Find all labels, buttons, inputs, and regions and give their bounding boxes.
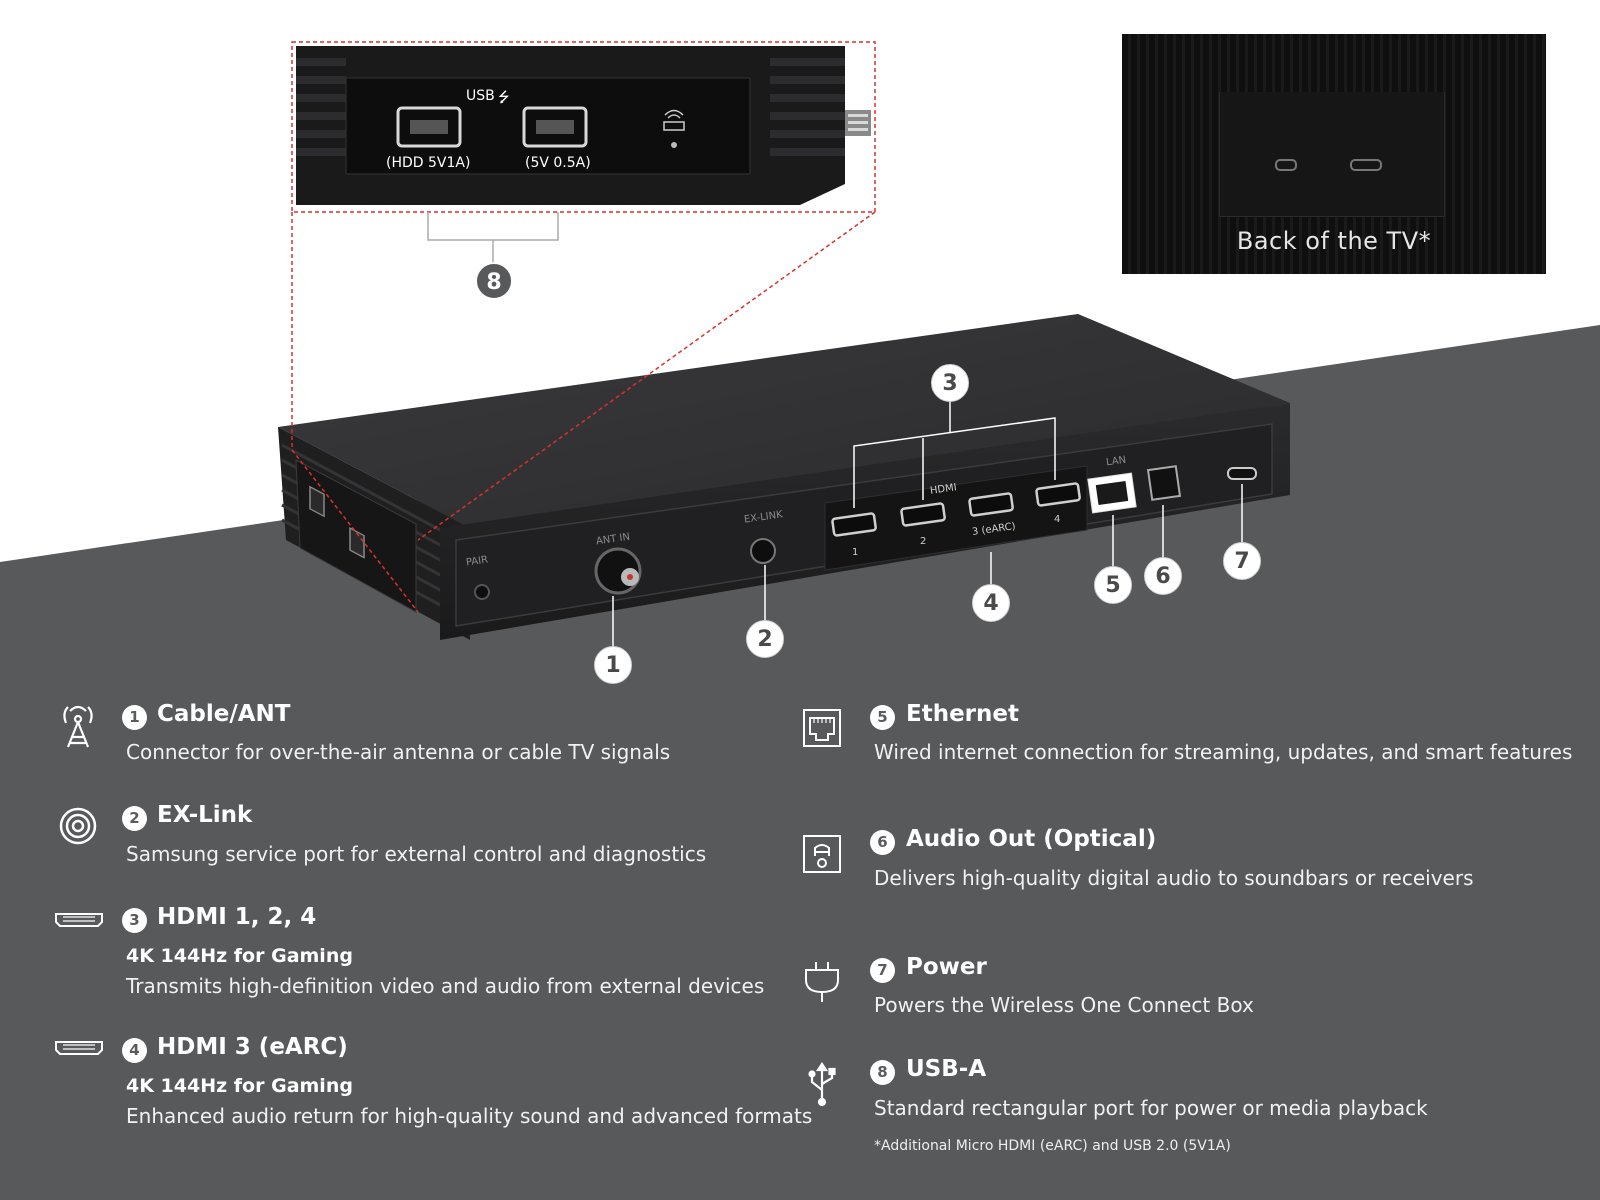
hdmi-4-label: 4: [1054, 514, 1061, 525]
antenna-icon: [63, 705, 93, 748]
back-of-tv-inset: Back of the TV*: [1122, 34, 1546, 274]
legend-title-1: Cable/ANT: [157, 701, 291, 727]
zoom-usb-left: [396, 106, 462, 148]
callout-3: 3: [931, 364, 969, 402]
footnote: *Additional Micro HDMI (eARC) and USB 2.…: [874, 1138, 1231, 1154]
legend-num-4: 4: [122, 1038, 147, 1063]
callout-8: 8: [475, 262, 513, 300]
hdmi-2-label: 2: [920, 536, 927, 547]
legend-num-7: 7: [870, 958, 895, 983]
legend-num-2: 2: [122, 806, 147, 831]
legend-subtitle-4: 4K 144Hz for Gaming: [126, 1075, 353, 1097]
optical-port: [1146, 465, 1182, 501]
ethernet-icon: [803, 709, 841, 747]
legend-subtitle-3: 4K 144Hz for Gaming: [126, 945, 353, 967]
usb-icon: [808, 1062, 836, 1107]
zoom-port-left-label: (HDD 5V1A): [386, 155, 471, 171]
hdmi-icon: [55, 913, 103, 927]
optical-icon: [803, 835, 841, 873]
inset-caption: Back of the TV*: [1236, 227, 1432, 255]
zoom-usb-right: [522, 106, 588, 148]
legend-desc-5: Wired internet connection for streaming,…: [874, 740, 1573, 764]
legend-num-3: 3: [122, 908, 147, 933]
callout-7: 7: [1223, 542, 1261, 580]
legend-desc-3: Transmits high-definition video and audi…: [126, 974, 765, 998]
legend-desc-7: Powers the Wireless One Connect Box: [874, 993, 1254, 1017]
usb-symbol-icon: ⭍: [498, 90, 510, 106]
legend-title-8: USB-A: [906, 1056, 987, 1082]
zoom-port-right-label: (5V 0.5A): [525, 155, 591, 171]
legend-desc-4: Enhanced audio return for high-quality s…: [126, 1104, 813, 1128]
legend-title-3: HDMI 1, 2, 4: [157, 904, 317, 930]
ex-link-port: [750, 538, 776, 564]
legend-num-1: 1: [122, 705, 147, 730]
box-top: [278, 314, 1290, 528]
hdmi-icon: [55, 1041, 103, 1055]
zoom-usb-label: USB: [466, 88, 495, 104]
legend-title-7: Power: [906, 954, 987, 980]
tv-micro-hdmi-port: [1275, 159, 1297, 171]
power-port: [1227, 467, 1257, 480]
tv-usb-port: [1350, 159, 1382, 171]
legend-title-6: Audio Out (Optical): [906, 826, 1157, 852]
hdmi-1-label: 1: [852, 547, 859, 558]
legend-num-8: 8: [870, 1060, 895, 1085]
legend-desc-1: Connector for over-the-air antenna or ca…: [126, 740, 671, 764]
legend-title-2: EX-Link: [157, 802, 253, 828]
callout-4: 4: [972, 584, 1010, 622]
legend-title-4: HDMI 3 (eARC): [157, 1034, 348, 1060]
legend-desc-6: Delivers high-quality digital audio to s…: [874, 866, 1474, 890]
callout-2: 2: [746, 620, 784, 658]
legend-desc-2: Samsung service port for external contro…: [126, 842, 707, 866]
callout-5: 5: [1094, 566, 1132, 604]
legend-title-5: Ethernet: [906, 701, 1019, 727]
legend-num-5: 5: [870, 705, 895, 730]
legend-num-6: 6: [870, 830, 895, 855]
hdmi-bay: [824, 465, 1088, 571]
tv-port-panel: [1219, 92, 1445, 217]
legend-desc-8: Standard rectangular port for power or m…: [874, 1096, 1428, 1120]
callout-6: 6: [1144, 557, 1182, 595]
ex-link-icon: [59, 807, 97, 845]
callout-1: 1: [594, 646, 632, 684]
power-plug-icon: [805, 962, 839, 1002]
